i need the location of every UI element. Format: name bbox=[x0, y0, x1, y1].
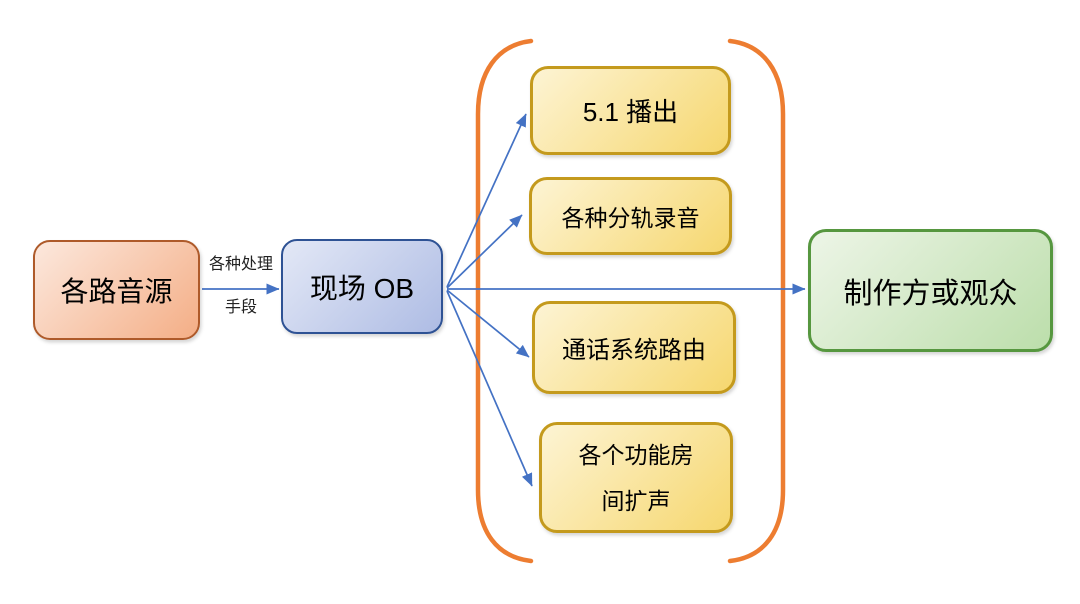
node-room-reinforcement: 各个功能房 间扩声 bbox=[539, 422, 733, 533]
arrow-ob-to-multitrack bbox=[446, 214, 523, 289]
node-51-broadcast-label: 5.1 播出 bbox=[582, 97, 679, 127]
node-51-broadcast: 5.1 播出 bbox=[530, 66, 731, 155]
bracket-left bbox=[475, 38, 534, 564]
node-room-reinforcement-label-line1: 各个功能房 bbox=[578, 441, 694, 468]
node-intercom-routing-label: 通话系统路由 bbox=[562, 337, 706, 364]
node-producers-audience-label: 制作方或观众 bbox=[843, 277, 1018, 310]
edge-label-processing-line2: 手段 bbox=[224, 299, 257, 316]
node-multitrack-recording-label: 各种分轨录音 bbox=[561, 205, 700, 231]
node-live-ob: 现场 OB bbox=[281, 239, 443, 334]
arrow-ob-to-rooms bbox=[446, 290, 533, 487]
bracket-right bbox=[727, 38, 786, 564]
node-audio-sources-label: 各路音源 bbox=[60, 276, 173, 307]
node-room-reinforcement-label-line2: 间扩声 bbox=[601, 487, 671, 514]
node-producers-audience: 制作方或观众 bbox=[808, 229, 1053, 352]
arrow-ob-to-intercom bbox=[446, 289, 530, 358]
node-live-ob-label: 现场 OB bbox=[309, 272, 415, 304]
edge-label-processing: 各种处理 手段 bbox=[200, 250, 282, 317]
node-audio-sources: 各路音源 bbox=[33, 240, 200, 340]
arrow-ob-to-51 bbox=[446, 113, 527, 288]
node-intercom-routing: 通话系统路由 bbox=[532, 301, 736, 394]
node-multitrack-recording: 各种分轨录音 bbox=[529, 177, 732, 255]
edge-label-processing-line1: 各种处理 bbox=[208, 256, 273, 273]
